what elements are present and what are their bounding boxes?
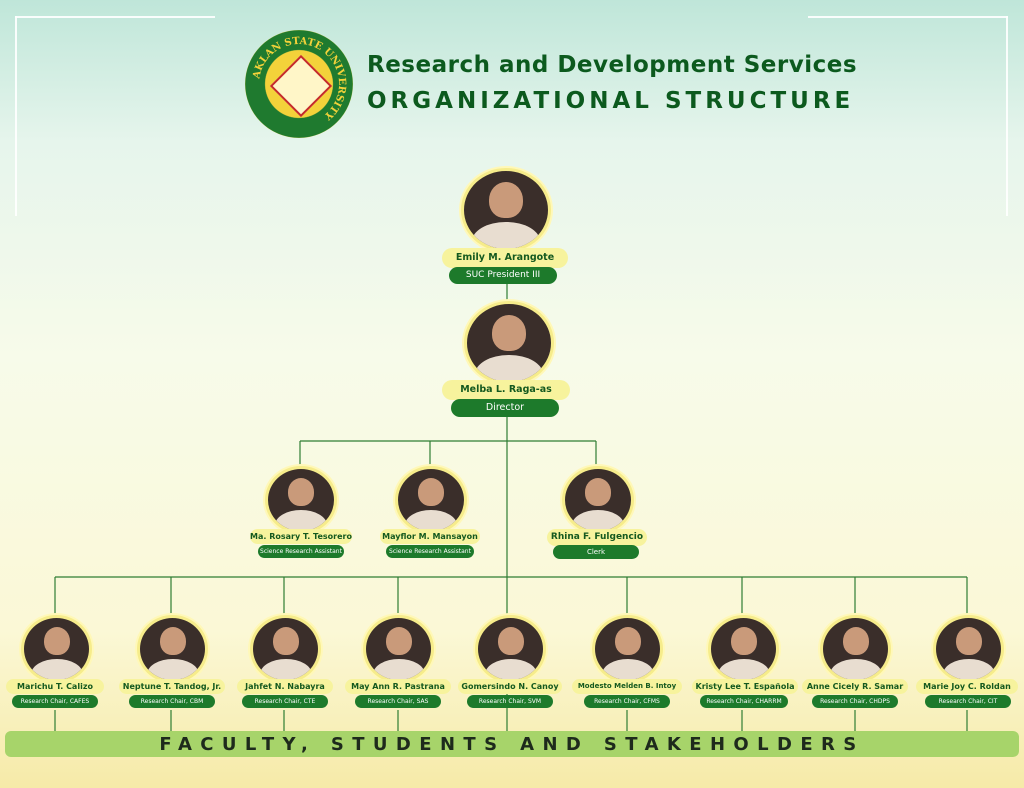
header: AKLAN STATE UNIVERSITY Research and Deve… (245, 30, 857, 140)
chair-name: May Ann R. Pastrana (345, 679, 451, 694)
page-title: Research and Development Services (367, 52, 858, 78)
frame-ornament-right (1006, 16, 1008, 216)
chair-role: Research Chair, CIT (925, 695, 1011, 708)
staff-role: Science Research Assistant (386, 545, 474, 558)
chair-name: Kristy Lee T. Española (692, 679, 798, 694)
staff-photo (265, 466, 337, 534)
chair-role: Research Chair, SVM (467, 695, 553, 708)
chair-role: Research Chair, CHARRM (700, 695, 788, 708)
footer-banner: FACULTY, STUDENTS AND STAKEHOLDERS (5, 731, 1019, 757)
president-role: SUC President III (449, 267, 557, 284)
chair-photo (933, 615, 1004, 683)
chair-photo (820, 615, 891, 683)
chair-name: Marie Joy C. Roldan (916, 679, 1018, 694)
chair-role: Research Chair, CFMS (584, 695, 670, 708)
chair-name: Gomersindo N. Canoy (458, 679, 562, 694)
staff-name: Rhina F. Fulgencio (547, 529, 647, 546)
chair-name: Jahfet N. Nabayra (237, 679, 333, 694)
chair-name: Anne Cicely R. Samar (802, 679, 908, 694)
university-seal-logo: AKLAN STATE UNIVERSITY (245, 30, 353, 138)
staff-photo (395, 466, 467, 534)
page-subtitle: ORGANIZATIONAL STRUCTURE (367, 88, 855, 114)
chair-role: Research Chair, CTE (242, 695, 328, 708)
frame-ornament-top-right (808, 16, 1008, 18)
frame-ornament-top-left (15, 16, 215, 18)
chair-name: Neptune T. Tandog, Jr. (119, 679, 225, 694)
chair-name: Modesto Melden B. Intoy (572, 679, 682, 694)
staff-name: Ma. Rosary T. Tesorero (250, 529, 352, 544)
staff-photo (562, 466, 634, 534)
chair-role: Research Chair, CAFES (12, 695, 98, 708)
staff-name: Mayflor M. Mansayon (380, 529, 480, 544)
chair-role: Research Chair, CBM (129, 695, 215, 708)
director-role: Director (451, 399, 559, 417)
chair-photo (21, 615, 92, 683)
chair-photo (137, 615, 208, 683)
director-photo (464, 301, 554, 385)
chair-photo (592, 615, 663, 683)
frame-ornament-left (15, 16, 17, 216)
chair-photo (708, 615, 779, 683)
chair-name: Marichu T. Calizo (6, 679, 104, 694)
chair-role: Research Chair, CHDPS (812, 695, 898, 708)
president-name: Emily M. Arangote (442, 248, 568, 268)
chair-photo (250, 615, 321, 683)
staff-role: Clerk (553, 545, 639, 559)
director-name: Melba L. Raga-as (442, 380, 570, 400)
chair-photo (475, 615, 546, 683)
footer-text: FACULTY, STUDENTS AND STAKEHOLDERS (159, 734, 865, 755)
chair-photo (363, 615, 434, 683)
staff-role: Science Research Assistant (258, 545, 344, 558)
chair-role: Research Chair, SAS (355, 695, 441, 708)
president-photo (461, 168, 551, 252)
